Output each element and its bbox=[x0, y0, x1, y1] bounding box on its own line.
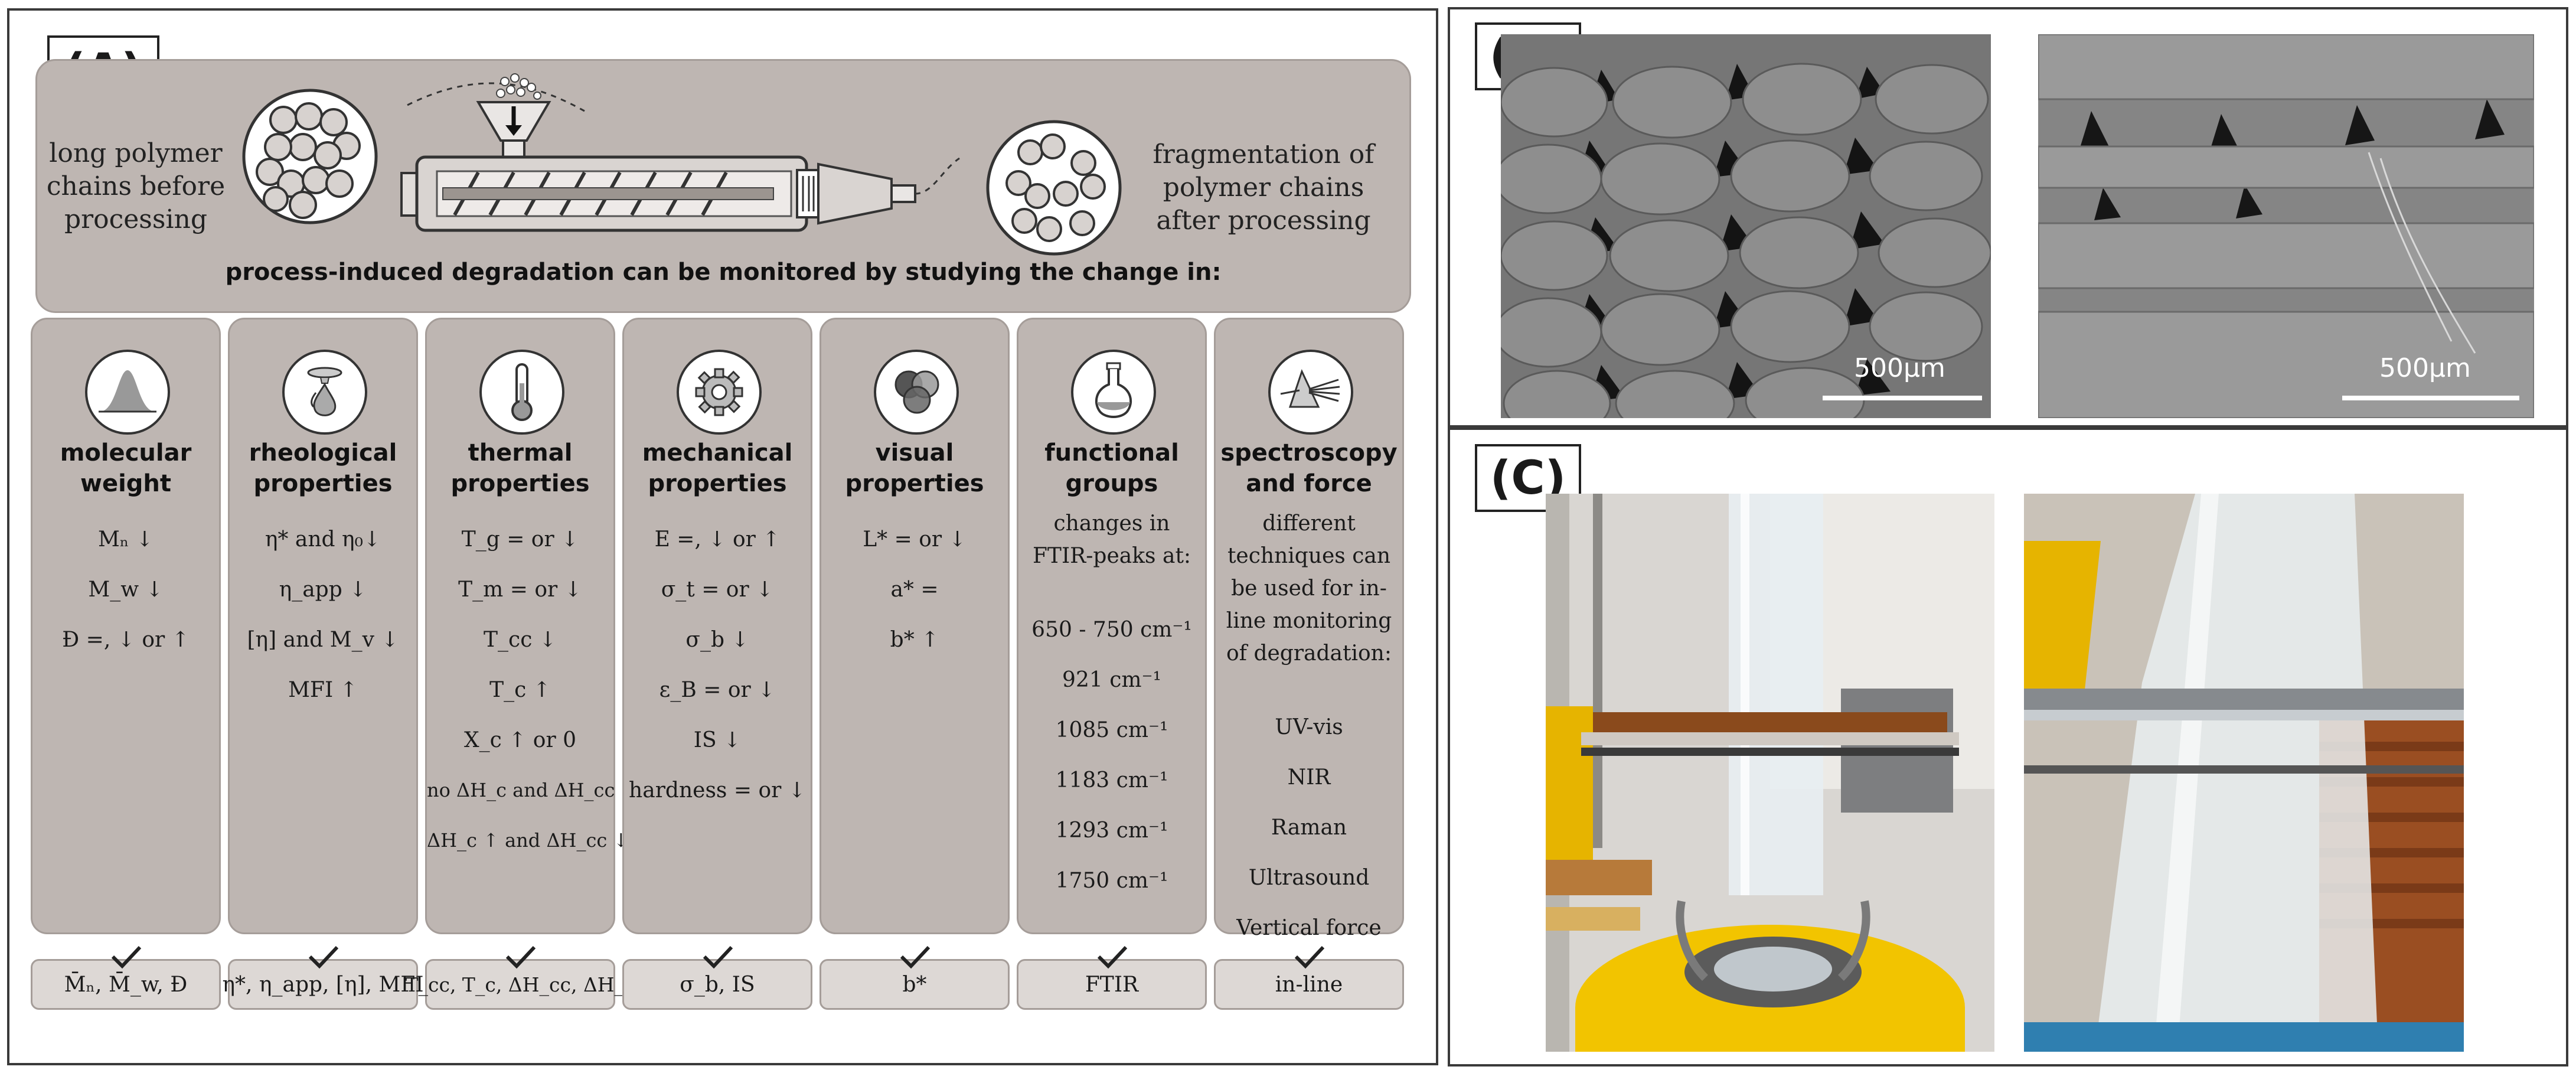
list-item: Raman bbox=[1271, 816, 1347, 840]
list-item: a* = bbox=[890, 578, 939, 602]
column-title: mechanical properties bbox=[642, 439, 793, 497]
list-item: L* = or ↓ bbox=[863, 527, 967, 552]
list-item: T_cc ↓ bbox=[484, 628, 557, 652]
gear-icon bbox=[677, 350, 762, 435]
scale-bar bbox=[1823, 396, 1982, 400]
checkmark-icon bbox=[505, 945, 536, 969]
scale-bar-label: 500μm bbox=[1854, 353, 1945, 383]
checkmark-icon bbox=[1097, 945, 1128, 969]
list-item: MFI ↑ bbox=[288, 678, 358, 702]
list-item: techniques can bbox=[1227, 544, 1391, 568]
sem-image-right: 500μm bbox=[2038, 34, 2534, 418]
list-item: Mₙ ↓ bbox=[97, 527, 154, 552]
list-item: hardness = or ↓ bbox=[629, 778, 806, 803]
list-item: ε_B = or ↓ bbox=[659, 678, 776, 702]
flask-icon bbox=[1071, 350, 1156, 435]
list-item: IS ↓ bbox=[693, 728, 742, 752]
column-thermal-properties: thermal properties T_g = or ↓ T_m = or ↓… bbox=[425, 318, 637, 934]
list-item: T_g = or ↓ bbox=[461, 527, 579, 552]
checkmark-icon bbox=[308, 945, 339, 969]
list-item: E =, ↓ or ↑ bbox=[654, 527, 781, 552]
summary-rheological: η*, η_app, [η], MFI bbox=[222, 959, 424, 1010]
list-item: Đ =, ↓ or ↑ bbox=[62, 628, 190, 652]
spacer bbox=[1216, 670, 1402, 702]
list-item: X_c ↑ or 0 bbox=[463, 728, 577, 752]
column-rheological-properties: rheological properties η* and η₀↓ η_app … bbox=[228, 318, 418, 934]
column-mechanical-properties: mechanical properties E =, ↓ or ↑ σ_t = … bbox=[622, 318, 812, 934]
long-chains-circle bbox=[242, 89, 378, 224]
column-title: functional groups bbox=[1044, 439, 1179, 497]
spacer bbox=[1018, 572, 1205, 605]
list-item: T_m = or ↓ bbox=[458, 578, 582, 602]
list-item: Vertical force bbox=[1236, 916, 1382, 940]
list-item: T_c ↑ bbox=[489, 678, 551, 702]
blown-film-photo-left bbox=[1546, 494, 1994, 1052]
list-item: different bbox=[1262, 511, 1356, 536]
column-items: different techniques can be used for in-… bbox=[1216, 507, 1402, 953]
monitor-heading: process-induced degradation can be monit… bbox=[225, 259, 1222, 286]
column-items: changes in FTIR-peaks at: 650 - 750 cm⁻¹… bbox=[1018, 507, 1205, 906]
list-item: 1085 cm⁻¹ bbox=[1055, 718, 1168, 742]
list-item: ΔH_c ↑ and ΔH_cc ↓ bbox=[427, 829, 629, 852]
list-item: be used for in- bbox=[1231, 576, 1387, 601]
list-item: 650 - 750 cm⁻¹ bbox=[1031, 618, 1192, 642]
thermometer-icon bbox=[479, 350, 564, 435]
extruder-illustration bbox=[400, 73, 960, 232]
scale-bar-label: 500μm bbox=[2379, 353, 2471, 383]
column-title: rheological properties bbox=[249, 439, 397, 497]
list-item: b* ↑ bbox=[890, 628, 939, 652]
column-items: Mₙ ↓ M_w ↓ Đ =, ↓ or ↑ bbox=[32, 514, 219, 665]
list-item: η_app ↓ bbox=[279, 578, 367, 602]
checkmark-icon bbox=[703, 945, 733, 969]
column-functional-groups: functional groups changes in FTIR-peaks … bbox=[1017, 318, 1207, 934]
column-title: molecular weight bbox=[60, 439, 192, 497]
list-item: 1183 cm⁻¹ bbox=[1055, 768, 1168, 792]
summary-molecular-weight: M̄ₙ, M̄_w, Đ bbox=[31, 959, 221, 1010]
list-item: σ_b ↓ bbox=[685, 628, 749, 652]
list-item: 1750 cm⁻¹ bbox=[1055, 869, 1168, 893]
scale-bar bbox=[2342, 396, 2519, 400]
column-visual-properties: visual properties L* = or ↓ a* = b* ↑ bbox=[820, 318, 1010, 934]
list-item: changes in bbox=[1053, 511, 1170, 536]
color-circles-icon bbox=[874, 350, 959, 435]
checkmark-icon bbox=[1294, 945, 1325, 969]
column-spectroscopy-and-force: spectroscopy and force different techniq… bbox=[1214, 318, 1404, 940]
summary-spectroscopy: in-line bbox=[1214, 959, 1404, 1010]
list-item: no ΔH_c and ΔH_cc ↑ bbox=[427, 779, 637, 801]
column-molecular-weight: molecular weight Mₙ ↓ M_w ↓ Đ =, ↓ or ↑ bbox=[31, 318, 221, 934]
blown-film-photo-right bbox=[2024, 494, 2464, 1052]
list-item: [η] and M_v ↓ bbox=[247, 628, 399, 652]
list-item: of degradation: bbox=[1226, 641, 1392, 666]
checkmark-icon bbox=[900, 945, 931, 969]
list-item: line monitoring bbox=[1226, 609, 1392, 633]
list-item: 921 cm⁻¹ bbox=[1062, 668, 1161, 692]
column-title: visual properties bbox=[845, 439, 984, 497]
list-item: FTIR-peaks at: bbox=[1032, 544, 1191, 568]
list-item: η* and η₀↓ bbox=[265, 527, 381, 552]
right-process-text: fragmentation of polymer chains after pr… bbox=[1152, 139, 1374, 236]
sem-image-left: 500μm bbox=[1501, 34, 1991, 418]
fragmented-chains-circle bbox=[986, 120, 1122, 256]
list-item: σ_t = or ↓ bbox=[661, 578, 774, 602]
column-title: thermal properties bbox=[450, 439, 590, 497]
list-item: Ultrasound bbox=[1248, 866, 1370, 890]
list-item: M_w ↓ bbox=[88, 578, 164, 602]
prism-icon bbox=[1268, 350, 1353, 435]
list-item: NIR bbox=[1287, 765, 1331, 790]
column-items: η* and η₀↓ η_app ↓ [η] and M_v ↓ MFI ↑ bbox=[230, 514, 416, 715]
list-item: 1293 cm⁻¹ bbox=[1055, 818, 1168, 843]
flow-drop-icon bbox=[282, 350, 367, 435]
column-items: E =, ↓ or ↑ σ_t = or ↓ σ_b ↓ ε_B = or ↓ … bbox=[624, 514, 811, 816]
summary-thermal: T_cc, T_c, ΔH_cc, ΔH_c bbox=[405, 959, 635, 1010]
list-item: UV-vis bbox=[1275, 715, 1343, 739]
gaussian-curve-icon bbox=[85, 350, 170, 435]
checkmark-icon bbox=[111, 945, 142, 969]
column-items: L* = or ↓ a* = b* ↑ bbox=[821, 514, 1008, 665]
column-items: T_g = or ↓ T_m = or ↓ T_cc ↓ T_c ↑ X_c ↑… bbox=[427, 514, 637, 866]
left-process-text: long polymer chains before processing bbox=[46, 138, 226, 234]
column-title: spectroscopy and force bbox=[1220, 439, 1398, 497]
